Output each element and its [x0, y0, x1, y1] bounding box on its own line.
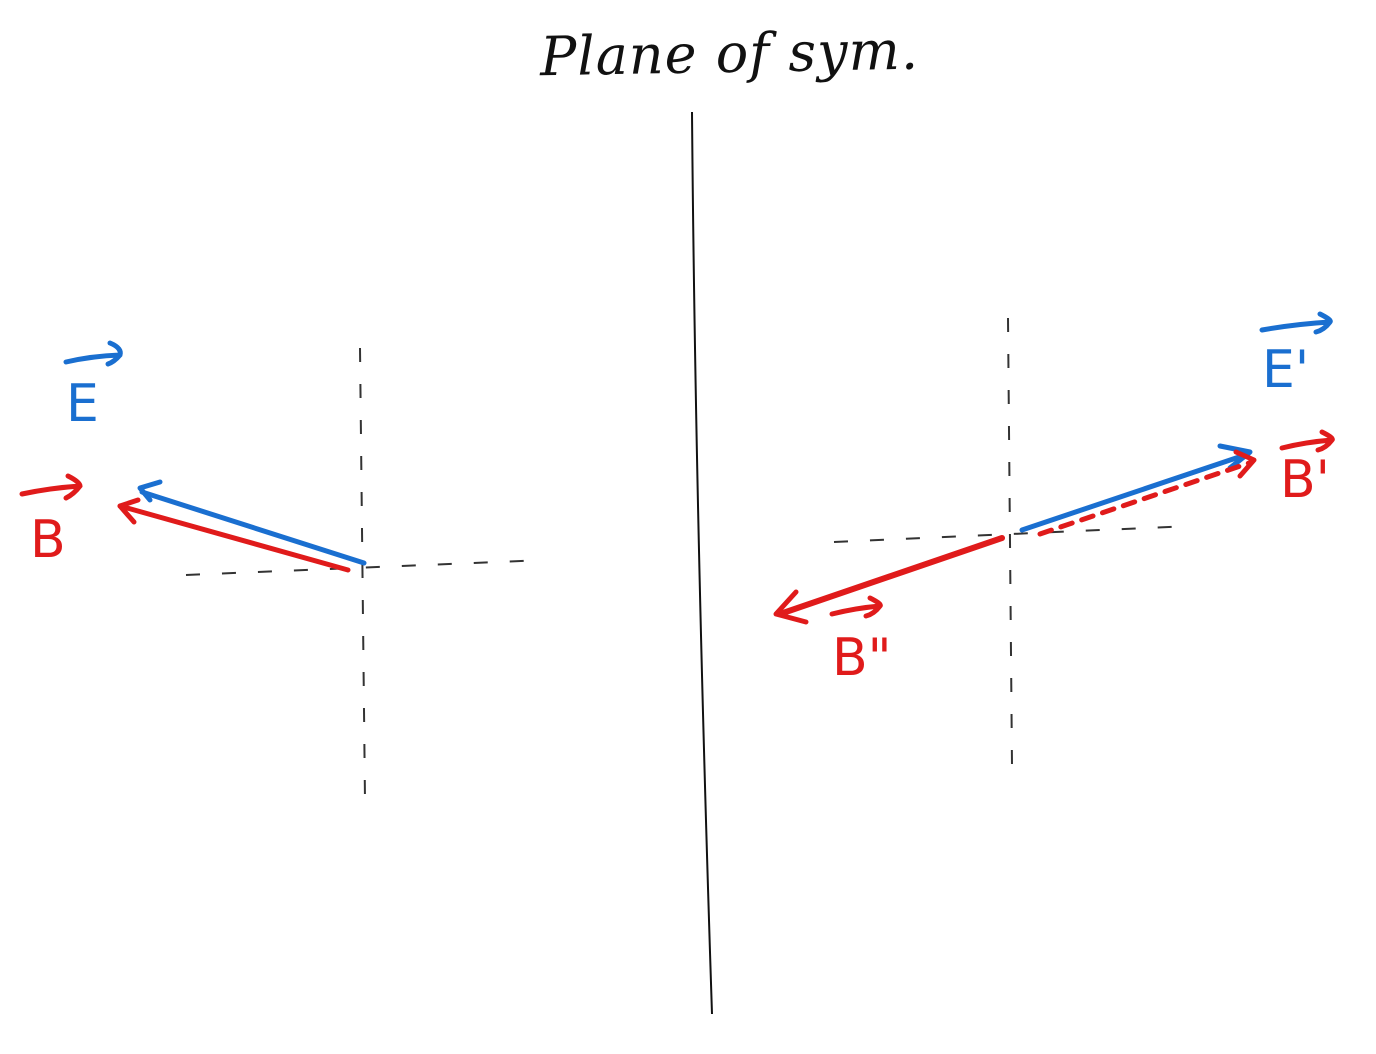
- diagram-title: Plane of sym.: [539, 18, 920, 89]
- left-e-vector: [137, 479, 367, 566]
- symmetry-plane-line: [691, 111, 713, 1015]
- right-horizontal-axis: [833, 525, 1191, 543]
- left-e-label: E: [66, 374, 99, 434]
- left-vertical-axis: [359, 347, 366, 801]
- right-b-double-prime-vector: [773, 535, 1005, 625]
- left-b-vector: [117, 497, 351, 573]
- left-horizontal-axis: [185, 559, 546, 576]
- right-b-prime-vector: [1037, 449, 1257, 537]
- left-b-overarrow: [19, 473, 83, 501]
- right-b-double-prime-label: B": [832, 628, 892, 688]
- right-b-prime-overarrow: [1279, 429, 1335, 453]
- right-vertical-axis: [1007, 317, 1013, 767]
- right-e-prime-overarrow: [1259, 311, 1333, 335]
- right-b-prime-label: B': [1280, 450, 1330, 510]
- left-figure: [19, 340, 546, 801]
- right-e-prime-vector: [1019, 443, 1253, 533]
- left-e-overarrow: [63, 340, 123, 367]
- right-b-double-prime-overarrow: [829, 595, 883, 619]
- right-e-prime-label: E': [1262, 340, 1310, 400]
- left-b-label: B: [30, 510, 66, 570]
- right-figure: [773, 311, 1335, 767]
